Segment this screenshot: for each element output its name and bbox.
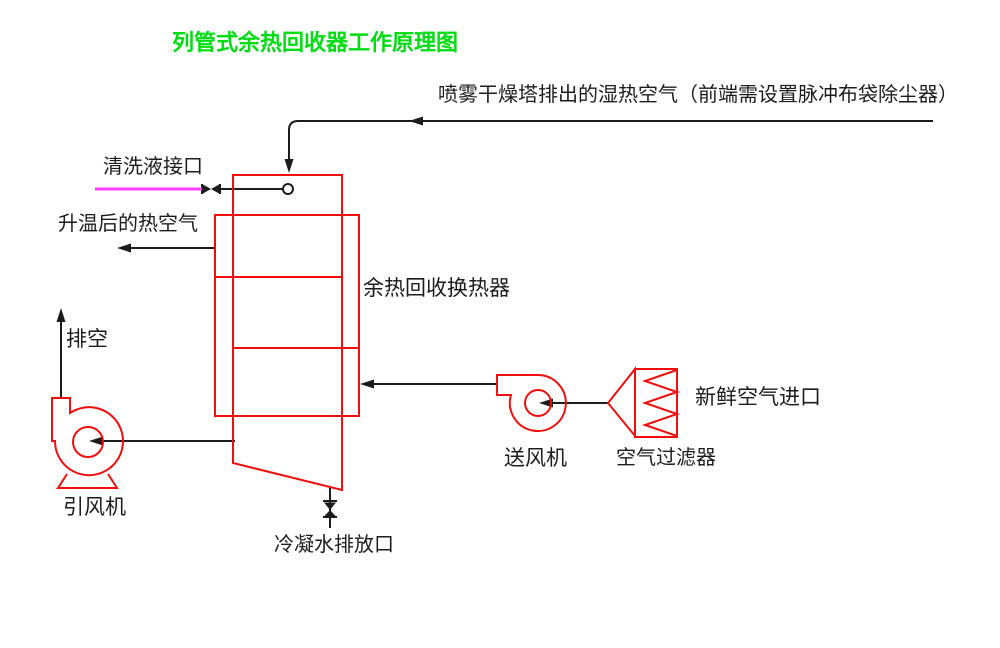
label-air-filter: 空气过滤器 <box>616 447 716 469</box>
vessel-outer-shell <box>214 214 360 417</box>
humid-air-inlet-pipe <box>288 120 933 160</box>
label-fresh-air-inlet: 新鲜空气进口 <box>695 386 821 409</box>
diagram-title: 列管式余热回收器工作原理图 <box>172 30 459 55</box>
cleaning-valve-right-wedge <box>211 184 219 194</box>
label-induced-draft-fan: 引风机 <box>63 496 126 519</box>
arrow-into-id-fan <box>89 436 103 446</box>
label-heat-exchanger: 余热回收换热器 <box>363 277 510 300</box>
arrow-into-blower <box>539 398 553 408</box>
label-exhaust-vent: 排空 <box>66 328 108 351</box>
label-cleaning-liquid-port: 清洗液接口 <box>103 156 203 178</box>
flow-arrowheads <box>56 116 553 517</box>
id-fan-impeller <box>72 426 104 458</box>
nozzle-port-circle <box>282 183 294 195</box>
filter-housing <box>634 368 678 438</box>
label-heated-air-outlet: 升温后的热空气 <box>58 213 198 235</box>
label-condensate-drain: 冷凝水排放口 <box>274 534 394 556</box>
vessel-inner-body <box>232 174 343 492</box>
label-forced-draft-fan: 送风机 <box>504 447 567 470</box>
id-fan-volute <box>51 397 124 477</box>
arrow-exhaust-up <box>56 308 66 322</box>
cleaning-valve-left-wedge <box>203 184 211 194</box>
arrow-into-vessel-side <box>360 379 374 389</box>
arrow-down-into-vessel <box>284 159 294 173</box>
filter-cone <box>606 366 636 439</box>
equipment-outlines <box>51 174 681 492</box>
piping-lines <box>60 120 933 528</box>
drain-valve-bottom-wedge <box>324 510 336 517</box>
drain-valve-ticks <box>323 500 337 518</box>
fd-fan-impeller <box>524 389 552 417</box>
arrow-heated-air-out <box>117 243 131 253</box>
filter-media-zigzag <box>641 369 681 437</box>
label-humid-air-inlet: 喷雾干燥塔排出的湿热空气（前端需设置脉冲布袋除尘器） <box>438 84 958 106</box>
arrow-left-top-pipe <box>409 116 423 126</box>
drain-valve-top-wedge <box>324 502 336 510</box>
id-fan-base <box>56 473 119 489</box>
fd-fan-volute <box>496 374 567 432</box>
